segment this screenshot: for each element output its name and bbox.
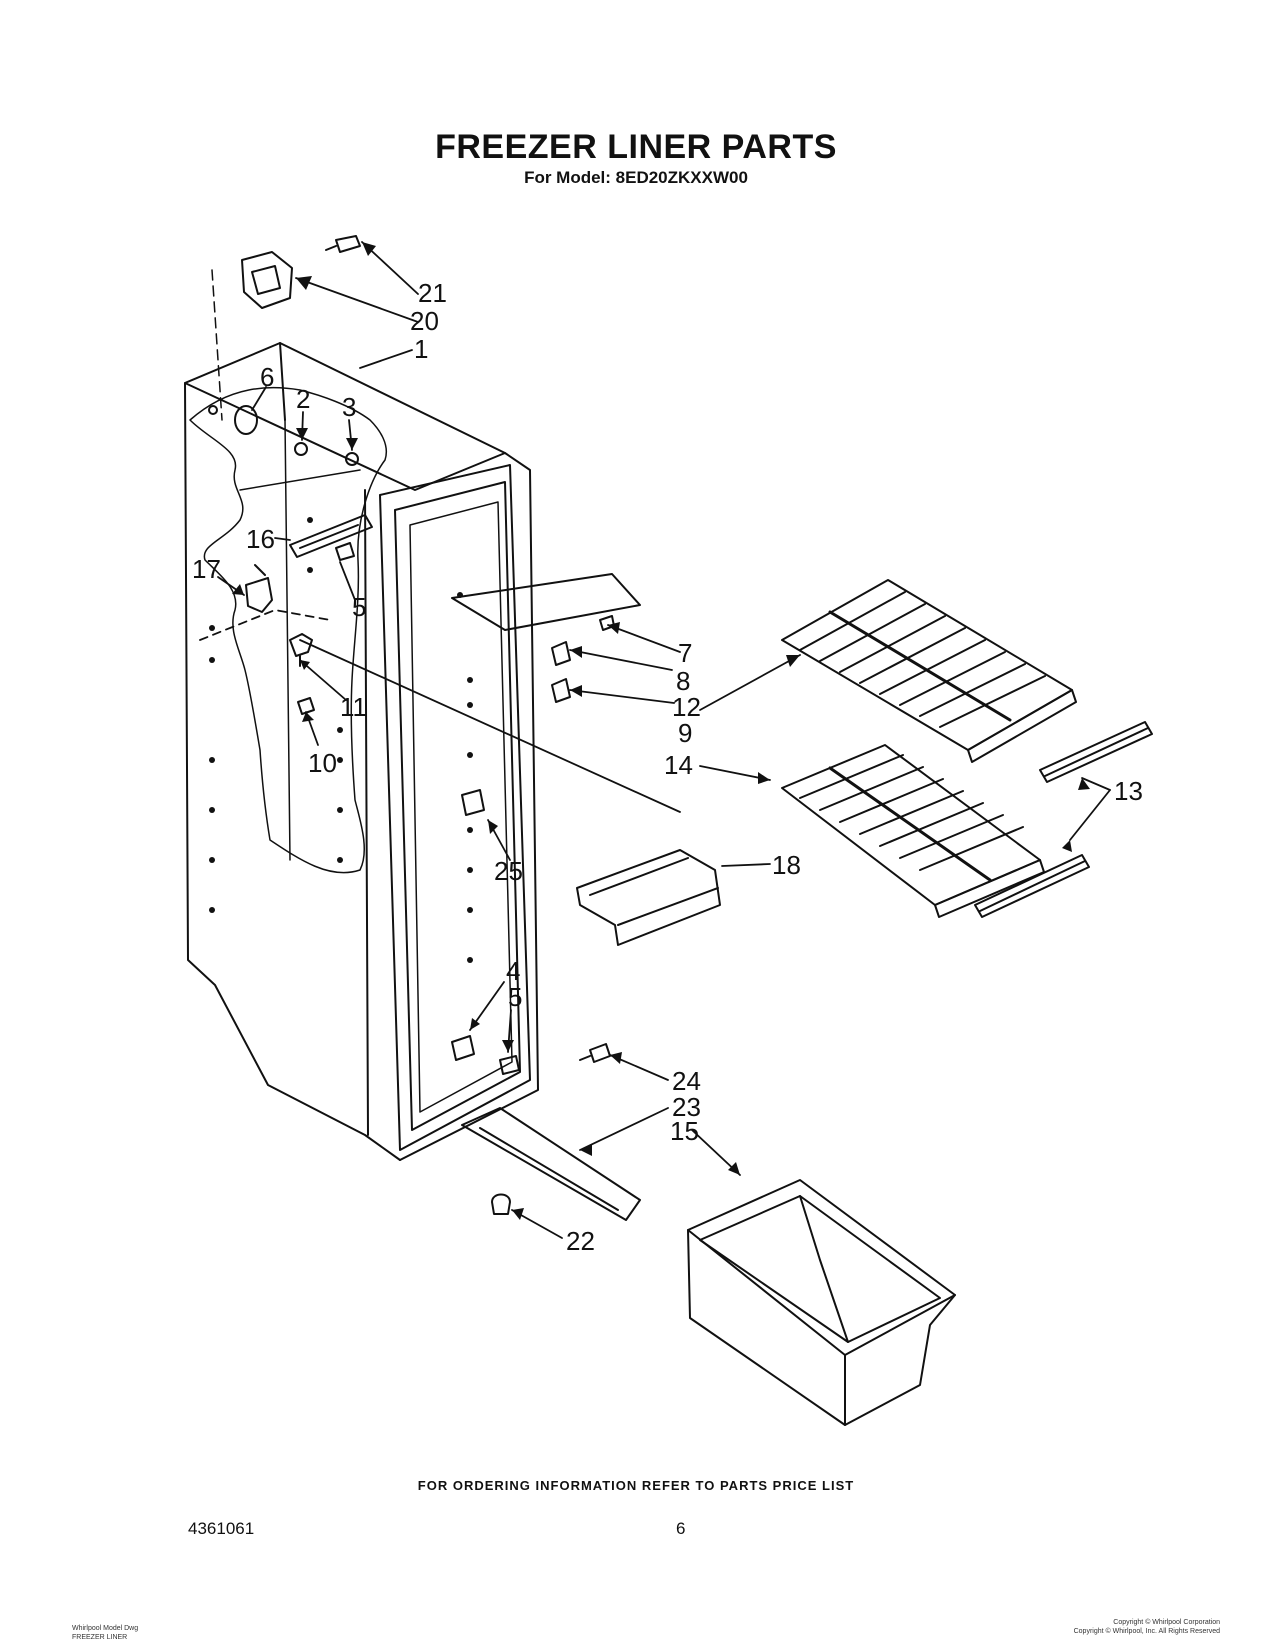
bracket-17-shape (245, 564, 273, 613)
copyright-notice: Copyright © Whirlpool Corporation Copyri… (1073, 1619, 1220, 1635)
screw-24-shape (579, 1043, 611, 1063)
callout-17: 17 (192, 554, 221, 584)
callout-10: 10 (308, 748, 337, 778)
callout-25: 25 (494, 856, 523, 886)
rail-23-shape (461, 1107, 641, 1221)
label-plate-shape (451, 573, 641, 631)
plug-22-shape (491, 1193, 511, 1215)
callout-24: 24 (672, 1066, 701, 1096)
rail-13-lower-shape (974, 854, 1090, 918)
callout-8: 8 (676, 666, 690, 696)
screw-21-shape (325, 235, 361, 253)
clip-8-shape (551, 641, 571, 666)
bracket-4-shape (451, 1035, 475, 1061)
screw-2-shape (294, 442, 308, 456)
callout-3: 3 (342, 392, 356, 422)
callout-14: 14 (664, 750, 693, 780)
clip-9-shape (551, 678, 571, 703)
callout-21: 21 (418, 278, 447, 308)
page-title: FREEZER LINER PARTS (435, 128, 837, 166)
callout-16: 16 (246, 524, 275, 554)
clip-10-shape (297, 697, 315, 715)
model-subtitle: For Model: 8ED20ZKXXW00 (524, 168, 748, 187)
callout-11: 11 (340, 692, 367, 722)
callout-1: 1 (414, 334, 428, 364)
switch-25-shape (461, 789, 485, 816)
callout-5-lower: 5 (508, 982, 522, 1012)
callout-12: 12 (672, 692, 701, 722)
document-number: 4361061 (188, 1519, 255, 1538)
callout-13: 13 (1114, 776, 1143, 806)
callout-20: 20 (410, 306, 439, 336)
callout-labels: 21 20 1 6 2 3 16 17 5 11 10 7 8 12 9 14 … (192, 278, 1143, 1256)
ordering-note: FOR ORDERING INFORMATION REFER TO PARTS … (417, 1478, 855, 1493)
freezer-liner-shape (184, 342, 539, 1161)
wire-shelf-14-shape (781, 744, 1045, 918)
callout-7: 7 (678, 638, 692, 668)
drawing-reference: Whirlpool Model Dwg FREEZER LINER (72, 1625, 139, 1641)
rail-13-upper-shape (1039, 721, 1153, 783)
light-housing-shape (211, 251, 293, 421)
callout-6: 6 (260, 362, 274, 392)
wire-shelf-12-shape (781, 579, 1077, 763)
callout-5-upper: 5 (352, 592, 366, 622)
shelf-bracket-18-shape (576, 849, 721, 946)
callout-15: 15 (670, 1116, 699, 1146)
callout-18: 18 (772, 850, 801, 880)
screw-5-upper-shape (335, 542, 355, 561)
leader-lines (199, 241, 1111, 1239)
screw-3-shape (345, 452, 359, 466)
page-number: 6 (676, 1519, 686, 1538)
callout-22: 22 (566, 1226, 595, 1256)
callout-2: 2 (296, 384, 310, 414)
freezer-bin-15-shape (687, 1179, 956, 1426)
bracket-16-shape (289, 514, 373, 558)
callout-9: 9 (678, 718, 692, 748)
callout-23: 23 (672, 1092, 701, 1122)
screw-5-lower-shape (499, 1055, 520, 1075)
callout-4: 4 (506, 956, 520, 986)
plug-6-shape (234, 405, 258, 435)
arrowheads (232, 242, 1090, 1220)
plug-small-shape (208, 405, 218, 415)
